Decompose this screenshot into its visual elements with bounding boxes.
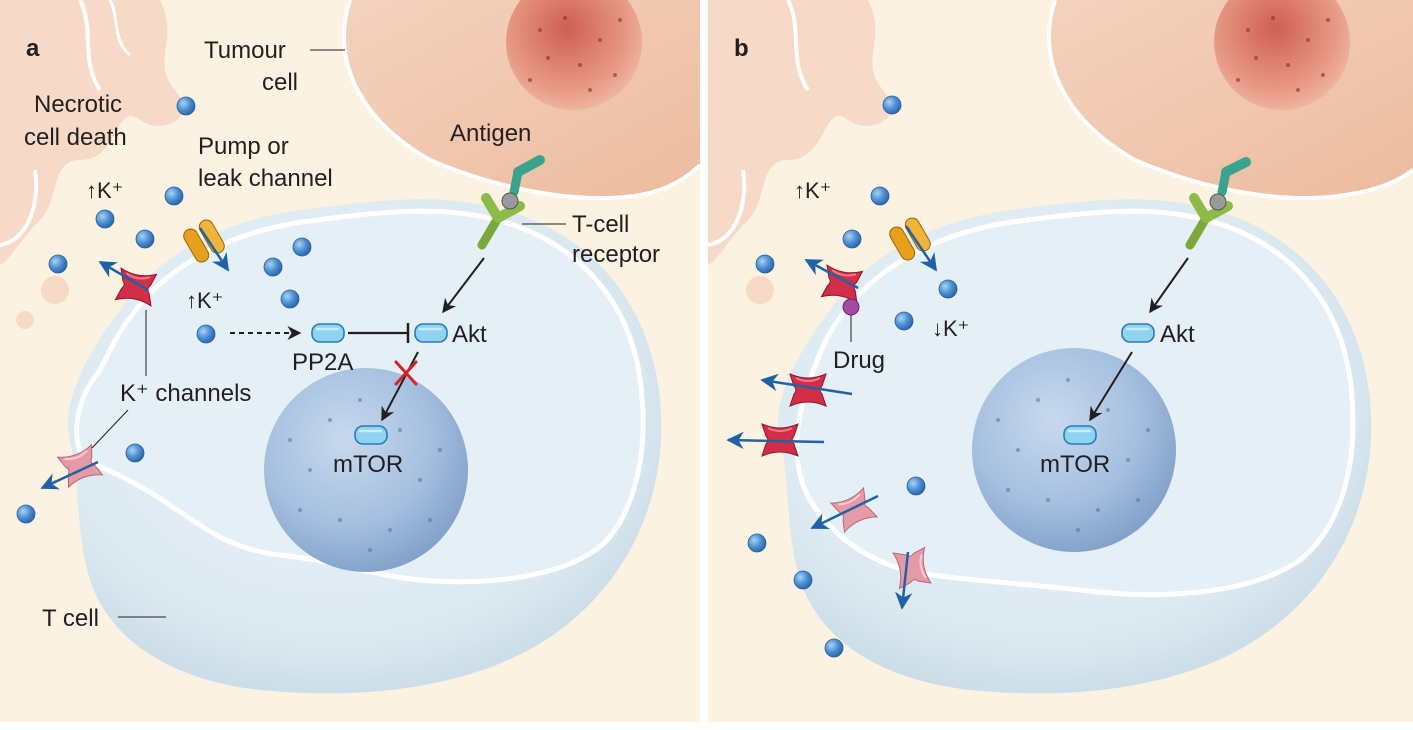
tcr-label-2: receptor <box>572 241 660 268</box>
mtor-protein <box>353 424 389 446</box>
panel-b: b ↑K⁺ ↓K⁺ Drug Akt mTOR <box>707 0 1413 722</box>
pump-label-2: leak channel <box>198 165 333 192</box>
k-down-inside-label-b: ↓K⁺ <box>932 316 969 341</box>
k-up-inside-label: ↑K⁺ <box>186 288 223 313</box>
t-cell-receptor <box>477 193 525 250</box>
antigen-label: Antigen <box>450 120 531 147</box>
drug-label: Drug <box>833 347 885 374</box>
k-channels-label: K⁺ channels <box>120 380 251 407</box>
t-cell-receptor-b <box>1185 193 1233 250</box>
t-cell-nucleus-b <box>972 348 1176 552</box>
necrotic-label-1: Necrotic <box>34 91 122 118</box>
k-up-outside-label: ↑K⁺ <box>86 178 123 203</box>
panel-b-letter: b <box>734 35 749 62</box>
akt-protein-b <box>1120 322 1156 344</box>
mtor-label: mTOR <box>333 451 403 478</box>
panel-divider <box>700 0 708 730</box>
pp2a-protein <box>310 322 346 344</box>
tumour-cell-label-1: Tumour <box>204 37 286 64</box>
pump-label-1: Pump or <box>198 133 289 160</box>
tumour-cell-label-2: cell <box>262 69 298 96</box>
akt-label: Akt <box>452 321 487 348</box>
t-cell-label: T cell <box>42 605 99 632</box>
panel-a: a Tumour cell Necrotic cell death ↑K⁺ Pu… <box>0 0 702 722</box>
panel-a-letter: a <box>26 35 40 62</box>
pp2a-label: PP2A <box>292 349 353 376</box>
drug-molecule <box>842 298 860 316</box>
k-up-outside-label-b: ↑K⁺ <box>794 178 831 203</box>
mtor-label-b: mTOR <box>1040 451 1110 478</box>
t-cell-nucleus <box>264 368 468 572</box>
mtor-protein-b <box>1062 424 1098 446</box>
antigen <box>509 155 545 197</box>
tcr-label-1: T-cell <box>572 211 629 238</box>
necrotic-cell <box>0 0 183 265</box>
antigen-b <box>1217 157 1251 197</box>
akt-label-b: Akt <box>1160 321 1195 348</box>
tumour-nucleus-b <box>1214 0 1350 110</box>
akt-protein <box>413 322 449 344</box>
tumour-nucleus <box>506 0 642 110</box>
necrotic-cell-b <box>708 0 891 265</box>
necrotic-label-2: cell death <box>24 124 127 151</box>
block-x-icon <box>394 360 418 386</box>
